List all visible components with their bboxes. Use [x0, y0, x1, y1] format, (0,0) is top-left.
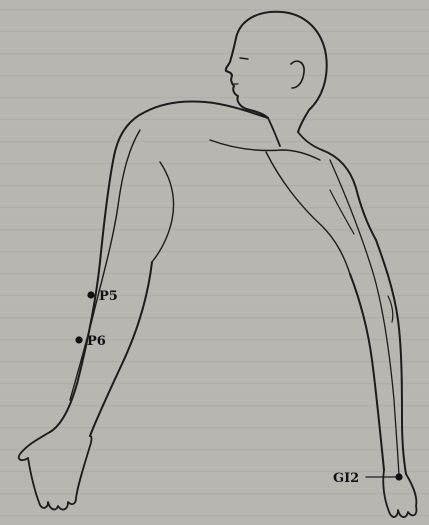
p5-label: P5: [99, 289, 118, 304]
gi2-label: GI2: [333, 471, 359, 486]
p6-label: P6: [87, 334, 106, 349]
gi2-point: [395, 473, 402, 480]
p5-point: [87, 291, 94, 298]
p6-point: [75, 336, 82, 343]
eye: [240, 58, 248, 59]
